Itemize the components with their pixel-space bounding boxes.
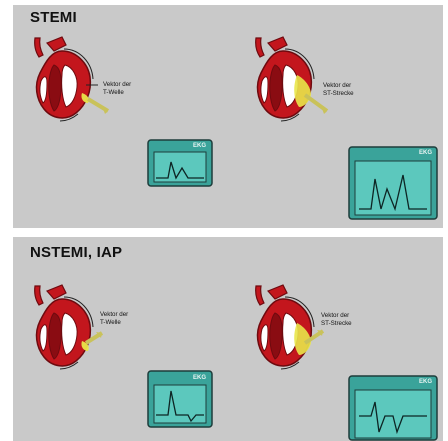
heart-stemi-t-wave <box>35 37 108 121</box>
heart-stemi-st-segment <box>256 37 327 121</box>
vector-label-t-wave-stemi: Vektor der T-Welle <box>103 81 131 96</box>
heart-nstemi-t-wave <box>35 285 102 369</box>
ekg-monitor-stemi-2 <box>349 147 437 219</box>
ekg-label-1: EKG <box>193 143 206 149</box>
section-title-stemi: STEMI <box>30 9 77 26</box>
vector-label-line1: Vektor der <box>100 311 128 318</box>
vector-label-line2: T-Welle <box>103 89 124 96</box>
vector-label-line1: Vektor der <box>103 81 131 88</box>
ekg-label-3: EKG <box>193 375 206 381</box>
ekg-label-2: EKG <box>419 150 432 156</box>
section-title-nstemi: NSTEMI, IAP <box>30 244 122 261</box>
ekg-monitor-nstemi-2 <box>349 376 437 440</box>
ekg-label-4: EKG <box>419 379 432 385</box>
vector-label-line2: ST-Strecke <box>323 90 354 97</box>
vector-label-line1: Vektor der <box>323 82 351 89</box>
vector-label-line2: ST-Strecke <box>321 320 352 327</box>
heart-nstemi-st-segment <box>256 285 323 369</box>
vector-label-line1: Vektor der <box>321 312 349 319</box>
vector-label-line2: T-Welle <box>100 319 121 326</box>
vector-label-st-stemi: Vektor der ST-Strecke <box>323 82 354 97</box>
vector-label-st-nstemi: Vektor der ST-Strecke <box>321 312 352 327</box>
vector-label-t-wave-nstemi: Vektor der T-Welle <box>100 311 128 326</box>
